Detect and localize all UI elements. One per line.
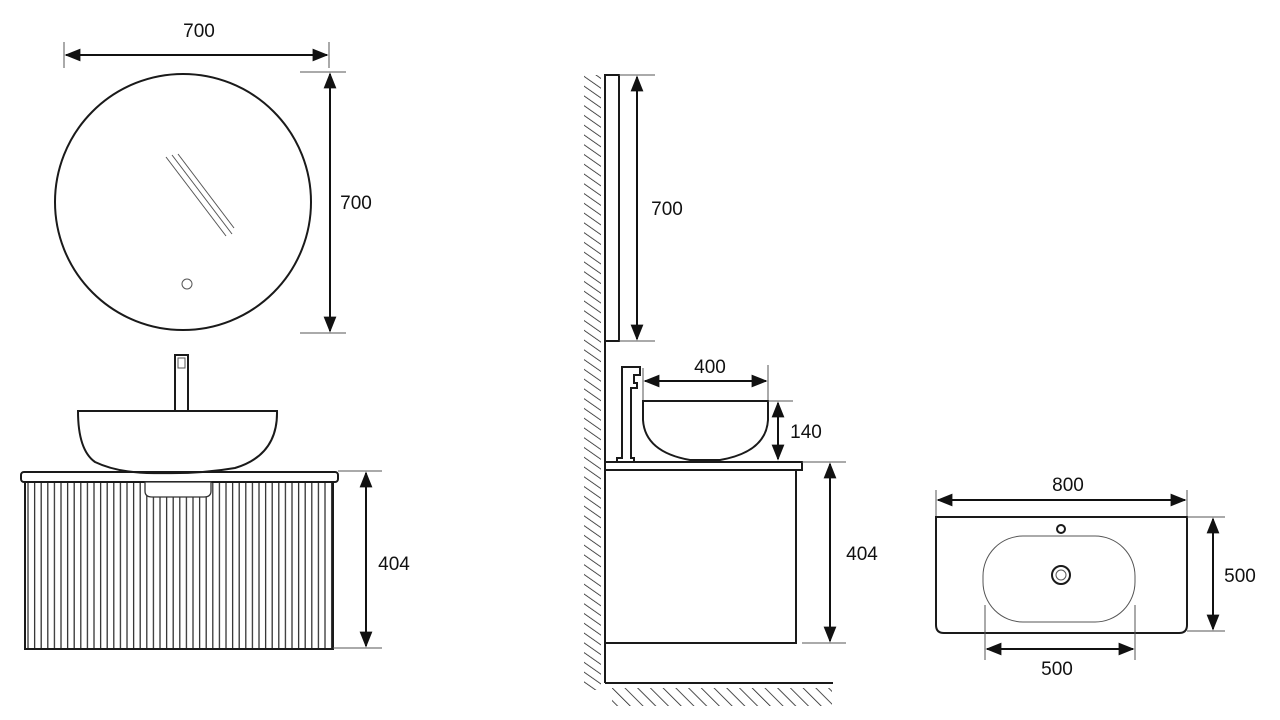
- dimension-label: 140: [790, 422, 822, 443]
- handle-cutout: [144, 481, 212, 498]
- vanity-height-dimension: 404: [333, 470, 410, 649]
- countertop-side: [604, 461, 803, 471]
- dimension-label: 404: [846, 544, 878, 565]
- side-view: 700 400 140 404: [584, 74, 878, 706]
- faucet-side: [616, 366, 641, 462]
- dimension-label: 500: [1041, 659, 1073, 680]
- dimension-label: 400: [694, 357, 726, 378]
- dimension-label: 800: [1052, 475, 1084, 496]
- mirror-reflection-lines: [165, 153, 235, 237]
- top-width-dimension: 800: [935, 475, 1188, 516]
- basin-width-dimension: 400: [642, 357, 769, 400]
- vanity-front-view: 404: [20, 354, 410, 650]
- round-mirror: [54, 73, 312, 331]
- mirror-side: [604, 74, 620, 342]
- faucet: [174, 354, 189, 412]
- dimension-label: 700: [340, 193, 372, 214]
- side-mirror-height-dimension: 700: [619, 74, 683, 342]
- top-view: 800 500 500: [935, 475, 1256, 680]
- bowl-width-dimension: 500: [984, 605, 1136, 680]
- cabinet-side: [604, 469, 797, 644]
- dimension-label: 404: [378, 554, 410, 575]
- countertop-top: [935, 516, 1188, 634]
- vessel-basin: [76, 410, 279, 475]
- dimension-label: 500: [1224, 566, 1256, 587]
- wall-hatching: [584, 75, 601, 690]
- top-depth-dimension: 500: [1187, 516, 1256, 632]
- mirror-width-dimension: 700: [63, 21, 330, 68]
- tap-hole: [1056, 524, 1066, 534]
- basin-side: [642, 400, 769, 461]
- drain-icon: [1051, 565, 1071, 585]
- touch-sensor-icon: [181, 278, 193, 290]
- mirror-height-dimension: 700: [300, 71, 372, 334]
- dimension-label: 700: [183, 21, 215, 42]
- mirror-front-view: 700 700: [54, 21, 372, 334]
- fluted-cabinet-front: [25, 482, 333, 649]
- dimension-label: 700: [651, 199, 683, 220]
- cabinet-height-dimension: 404: [802, 461, 878, 644]
- floor-hatching: [612, 688, 832, 706]
- basin-height-dimension: 140: [768, 400, 822, 461]
- basin-bowl: [982, 535, 1136, 623]
